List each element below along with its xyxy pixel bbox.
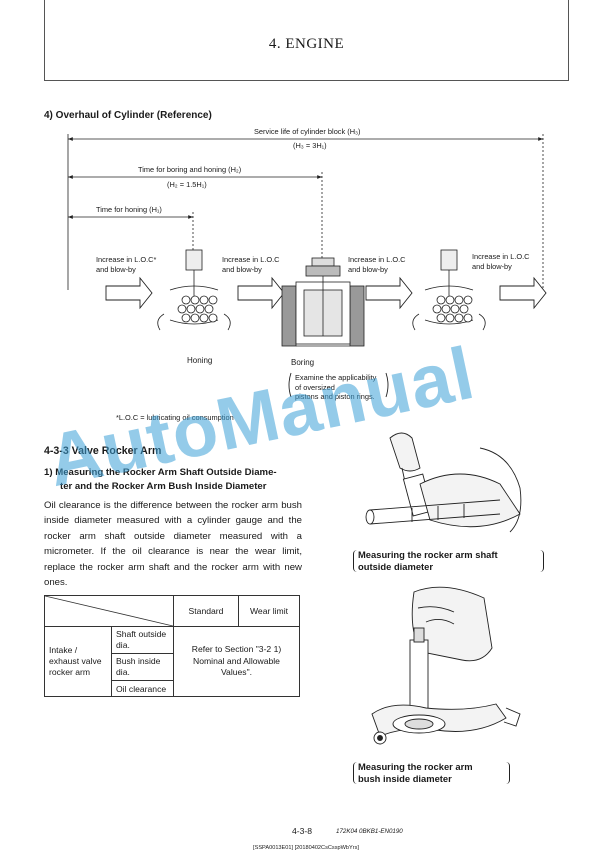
page-header: 4. ENGINE xyxy=(44,0,569,81)
spec-table: Standard Wear limit Intake / exhaust val… xyxy=(44,595,301,697)
boring-label: Boring xyxy=(291,358,315,367)
loc-footnote: *L.O.C = lubricating oil consumption xyxy=(116,413,234,422)
flow-arrow-4 xyxy=(499,276,547,310)
boring-time-formula: (H₂ = 1.5H₁) xyxy=(167,180,207,189)
body-paragraph: Oil clearance is the difference between … xyxy=(44,500,302,589)
honing-time-label: Time for honing (H₁) xyxy=(96,205,162,214)
caption-bracket-left-2 xyxy=(353,762,357,784)
header-wear-limit: Wear limit xyxy=(237,595,301,627)
bush-measurement-illustration xyxy=(371,586,521,745)
honing-label: Honing xyxy=(187,356,213,365)
sub-heading: 1) Measuring the Rocker Arm Shaft Outsid… xyxy=(44,467,277,492)
service-life-label: Service life of cylinder block (H₃) xyxy=(254,127,361,136)
service-life-formula: (H₃ = 3H₁) xyxy=(293,141,327,150)
increase-loc-label-1: Increase in L.O.C*and blow-by xyxy=(96,255,157,274)
caption-bracket-left xyxy=(353,550,357,572)
table-corner-cell xyxy=(44,595,174,627)
row-shaft-outside: Shaft outside dia. xyxy=(111,626,174,654)
honing-illustration-left xyxy=(157,249,231,331)
caption-bracket-right-2 xyxy=(506,762,510,784)
flow-arrow-2 xyxy=(237,276,285,310)
row-oil-clearance: Oil clearance xyxy=(111,680,174,697)
source-code: [SSPA0013E01] [20180402CsCsspWbYrs] xyxy=(253,845,359,851)
honing-illustration-right xyxy=(412,249,486,331)
overhaul-heading: 4) Overhaul of Cylinder (Reference) xyxy=(44,110,212,121)
caption-shaft: Measuring the rocker arm shaft outside d… xyxy=(358,549,498,572)
caption-bracket-right xyxy=(540,550,544,572)
section-title: 4-3-3 Valve Rocker Arm xyxy=(44,445,162,457)
page-number: 4-3-8 xyxy=(292,826,313,836)
row-bush-inside: Bush inside dia. xyxy=(111,653,174,681)
flow-arrow-1 xyxy=(105,276,153,310)
flow-arrow-3 xyxy=(365,276,413,310)
boring-note: Examine the applicability of oversized p… xyxy=(295,373,377,401)
doc-code: 172K04 0BKB1-EN0190 xyxy=(336,828,403,835)
shaft-measurement-illustration xyxy=(365,432,522,533)
boring-illustration xyxy=(281,257,365,347)
header-standard: Standard xyxy=(173,595,239,627)
row-group-label: Intake / exhaust valve rocker arm xyxy=(44,626,112,697)
overhaul-diagram xyxy=(67,134,547,398)
caption-bush: Measuring the rocker arm bush inside dia… xyxy=(358,761,473,784)
boring-time-label: Time for boring and honing (H₂) xyxy=(138,165,242,174)
reference-cell: Refer to Section "3-2 1) Nominal and All… xyxy=(173,626,300,697)
chapter-title: 4. ENGINE xyxy=(268,36,345,52)
